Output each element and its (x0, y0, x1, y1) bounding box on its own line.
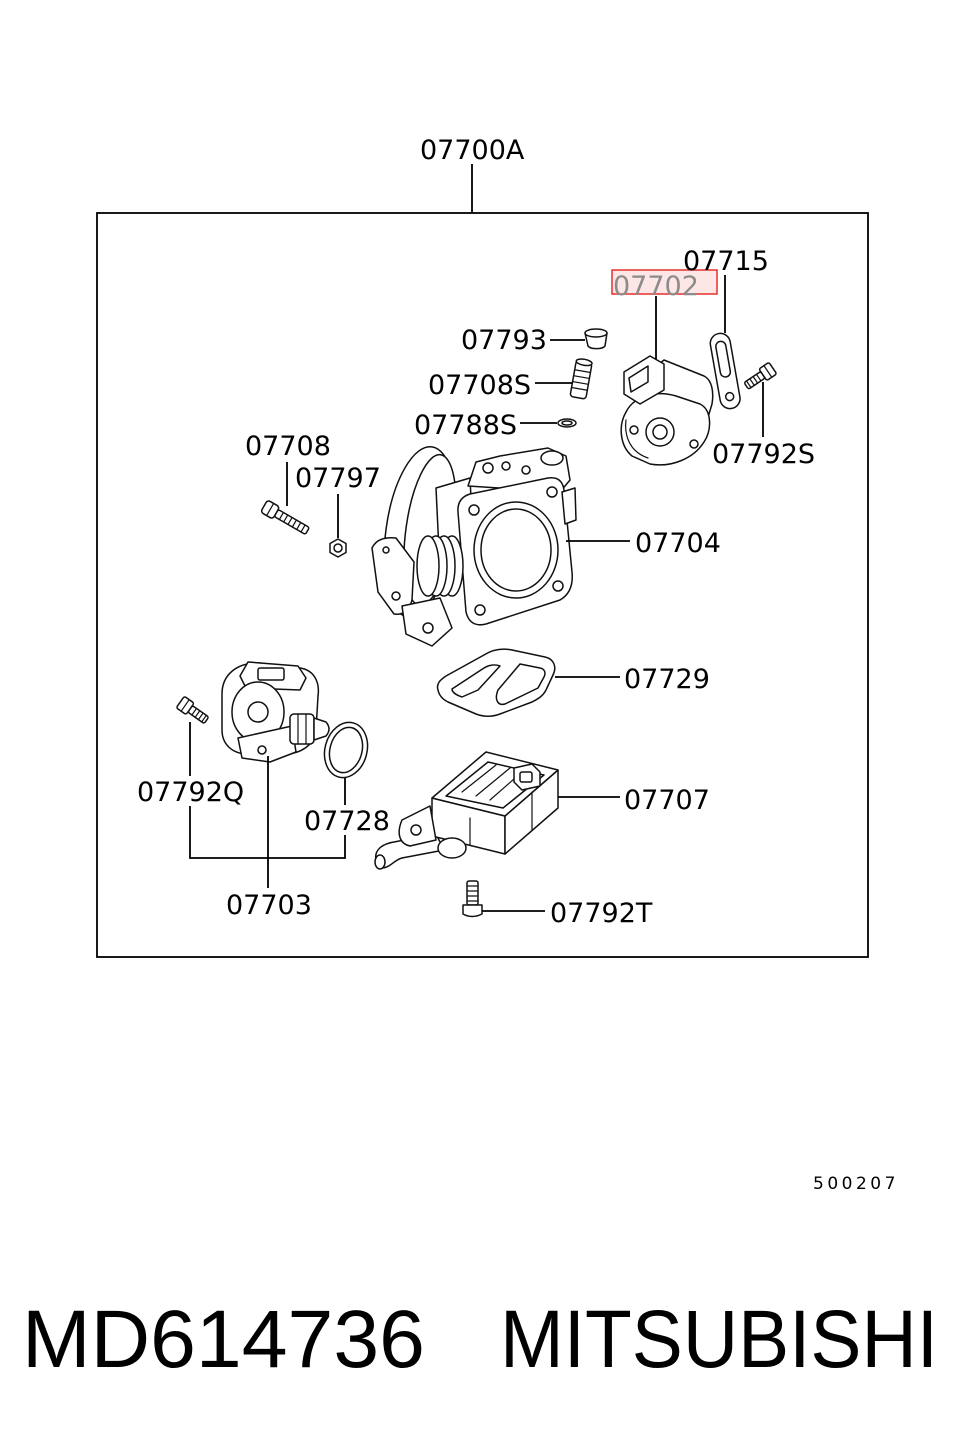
throttle-bore-inner (480, 508, 552, 592)
throttle-lever (371, 536, 415, 615)
callout-label-07792s: 07792S (712, 439, 815, 470)
tps-connector-socket (628, 365, 649, 393)
housing-ear-hole (410, 824, 422, 836)
iac-connector-socket (257, 667, 285, 681)
throttle-top-hole (501, 461, 511, 471)
bolt-07708-threads (278, 511, 306, 533)
callout-label-07708s: 07708S (428, 370, 531, 401)
screw-07792t-head (462, 904, 483, 918)
hose-pipe-end (374, 854, 386, 870)
screw-07708s-top (575, 358, 593, 367)
screw-07708s-threads (570, 369, 592, 391)
flange-bolt-hole (474, 604, 486, 616)
throttle-body (371, 445, 577, 647)
screw-07708s-body (569, 360, 593, 400)
iac-plunger-tip (313, 717, 330, 741)
housing-boss-slot (519, 771, 533, 783)
return-spring-coil (416, 535, 440, 597)
assembly-callout-label: 07700A (420, 135, 525, 166)
bracket-hole (724, 391, 735, 402)
plug-top (584, 328, 608, 338)
assembly-frame (96, 212, 869, 958)
tps-flange-edge (625, 419, 649, 459)
housing-front-detail (469, 791, 533, 846)
callout-label-07728: 07728 (304, 806, 390, 837)
iac-plunger-grooves (297, 713, 307, 745)
highlight-box (611, 269, 718, 295)
throttle-position-sensor (620, 355, 714, 466)
bolt-07792s-threads (745, 373, 762, 389)
bolt-07708-shank (274, 509, 310, 535)
iac-face-center (247, 701, 269, 723)
flange-bolt-hole (552, 580, 564, 592)
drawing-code: 500207 (813, 1174, 899, 1194)
idle-speed-control-motor (221, 661, 330, 763)
callout-label-07788s: 07788S (414, 410, 517, 441)
brand-name: MITSUBISHI (500, 1294, 938, 1385)
part-number: MD614736 (22, 1294, 425, 1385)
tps-rotor (652, 424, 668, 440)
air-valve-housing (374, 751, 559, 870)
bolt-07792s (744, 362, 777, 390)
lever-hole (382, 546, 390, 554)
iac-plunger (289, 713, 315, 745)
callout-label-07703: 07703 (226, 890, 312, 921)
flange-bolt-hole (468, 504, 480, 516)
flange-bolt-hole (546, 486, 558, 498)
lever-hole (391, 591, 401, 601)
leader-07703-bracket (189, 722, 346, 888)
bolt-07792q-head-edge (180, 699, 190, 712)
bracket-bolt-hole (422, 622, 434, 634)
throttle-top-port (540, 450, 564, 466)
o-ring-07788s (557, 418, 577, 428)
callout-label-07715: 07715 (683, 246, 769, 277)
callout-label-07729: 07729 (624, 664, 710, 695)
bracket-slot (715, 340, 732, 378)
pipe-collar (437, 837, 467, 859)
callout-label-07792q: 07792Q (137, 777, 244, 808)
bolt-07792q-threads (191, 707, 207, 723)
throttle-top-hole (521, 465, 531, 475)
bolt-07792s-head-edge (763, 365, 773, 378)
bolt-07708 (260, 500, 310, 535)
throttle-side-boss (561, 487, 577, 525)
screw-07708s (569, 358, 593, 400)
gasket-cutout (495, 663, 546, 706)
nut-07797 (329, 538, 347, 558)
callout-label-07704: 07704 (635, 528, 721, 559)
gasket-cutout (451, 664, 501, 698)
gasket-07729 (436, 648, 556, 717)
callout-label-07707: 07707 (624, 785, 710, 816)
iac-flange (237, 725, 297, 763)
callout-label-07708: 07708 (245, 431, 331, 462)
nut-07797-hole (333, 543, 343, 553)
tps-mount-hole-left (629, 425, 639, 435)
throttle-top-hole (482, 462, 494, 474)
sensor-bracket (709, 332, 741, 410)
bolt-07792q (176, 696, 209, 724)
tps-mount-hole-right (689, 439, 699, 449)
bolt-07708-head-edge (266, 502, 275, 517)
plug-07793 (584, 328, 608, 350)
screw-07792t (462, 880, 483, 918)
callout-label-07797: 07797 (295, 463, 381, 494)
o-ring-07728 (323, 721, 369, 779)
callout-label-07793: 07793 (461, 325, 547, 356)
screw-07792t-threads (466, 885, 479, 902)
o-ring-07728-inner (328, 726, 364, 774)
o-ring-07788s-inner (561, 420, 573, 426)
callout-label-07792t: 07792T (550, 898, 653, 929)
callout-label-07702-highlighted: 07702 (613, 271, 699, 302)
throttle-bottom-bracket (401, 597, 453, 647)
iac-flange-hole (257, 745, 267, 755)
